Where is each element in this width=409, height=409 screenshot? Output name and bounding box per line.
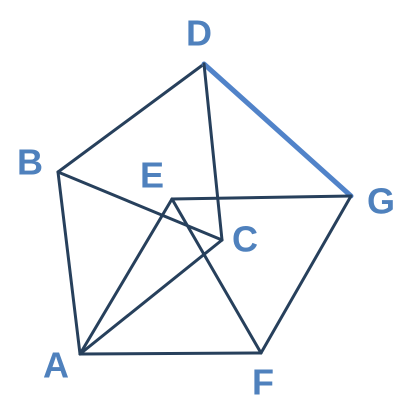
edge-e-f [170, 197, 263, 355]
vertex-label-c: C [232, 219, 258, 260]
vertex-label-b: B [17, 142, 43, 183]
edge-a-e [78, 197, 174, 356]
vertex-label-g: G [367, 181, 395, 222]
vertex-label-f: F [252, 362, 274, 403]
edge-a-c [78, 238, 224, 356]
edge-b-c [56, 170, 224, 242]
edge-d-g [201, 61, 354, 199]
edge-e-g [170, 194, 353, 201]
edge-a-b [56, 170, 82, 356]
edge-g-f [259, 194, 353, 355]
edge-d-c [202, 62, 224, 242]
labels-layer: A B C D E F G [17, 13, 395, 403]
vertex-label-a: A [43, 345, 69, 386]
vertex-label-d: D [186, 13, 212, 54]
vertex-label-e: E [140, 155, 164, 196]
edges-layer [56, 61, 354, 356]
edge-b-d [56, 62, 206, 174]
edge-f-a [78, 351, 263, 356]
